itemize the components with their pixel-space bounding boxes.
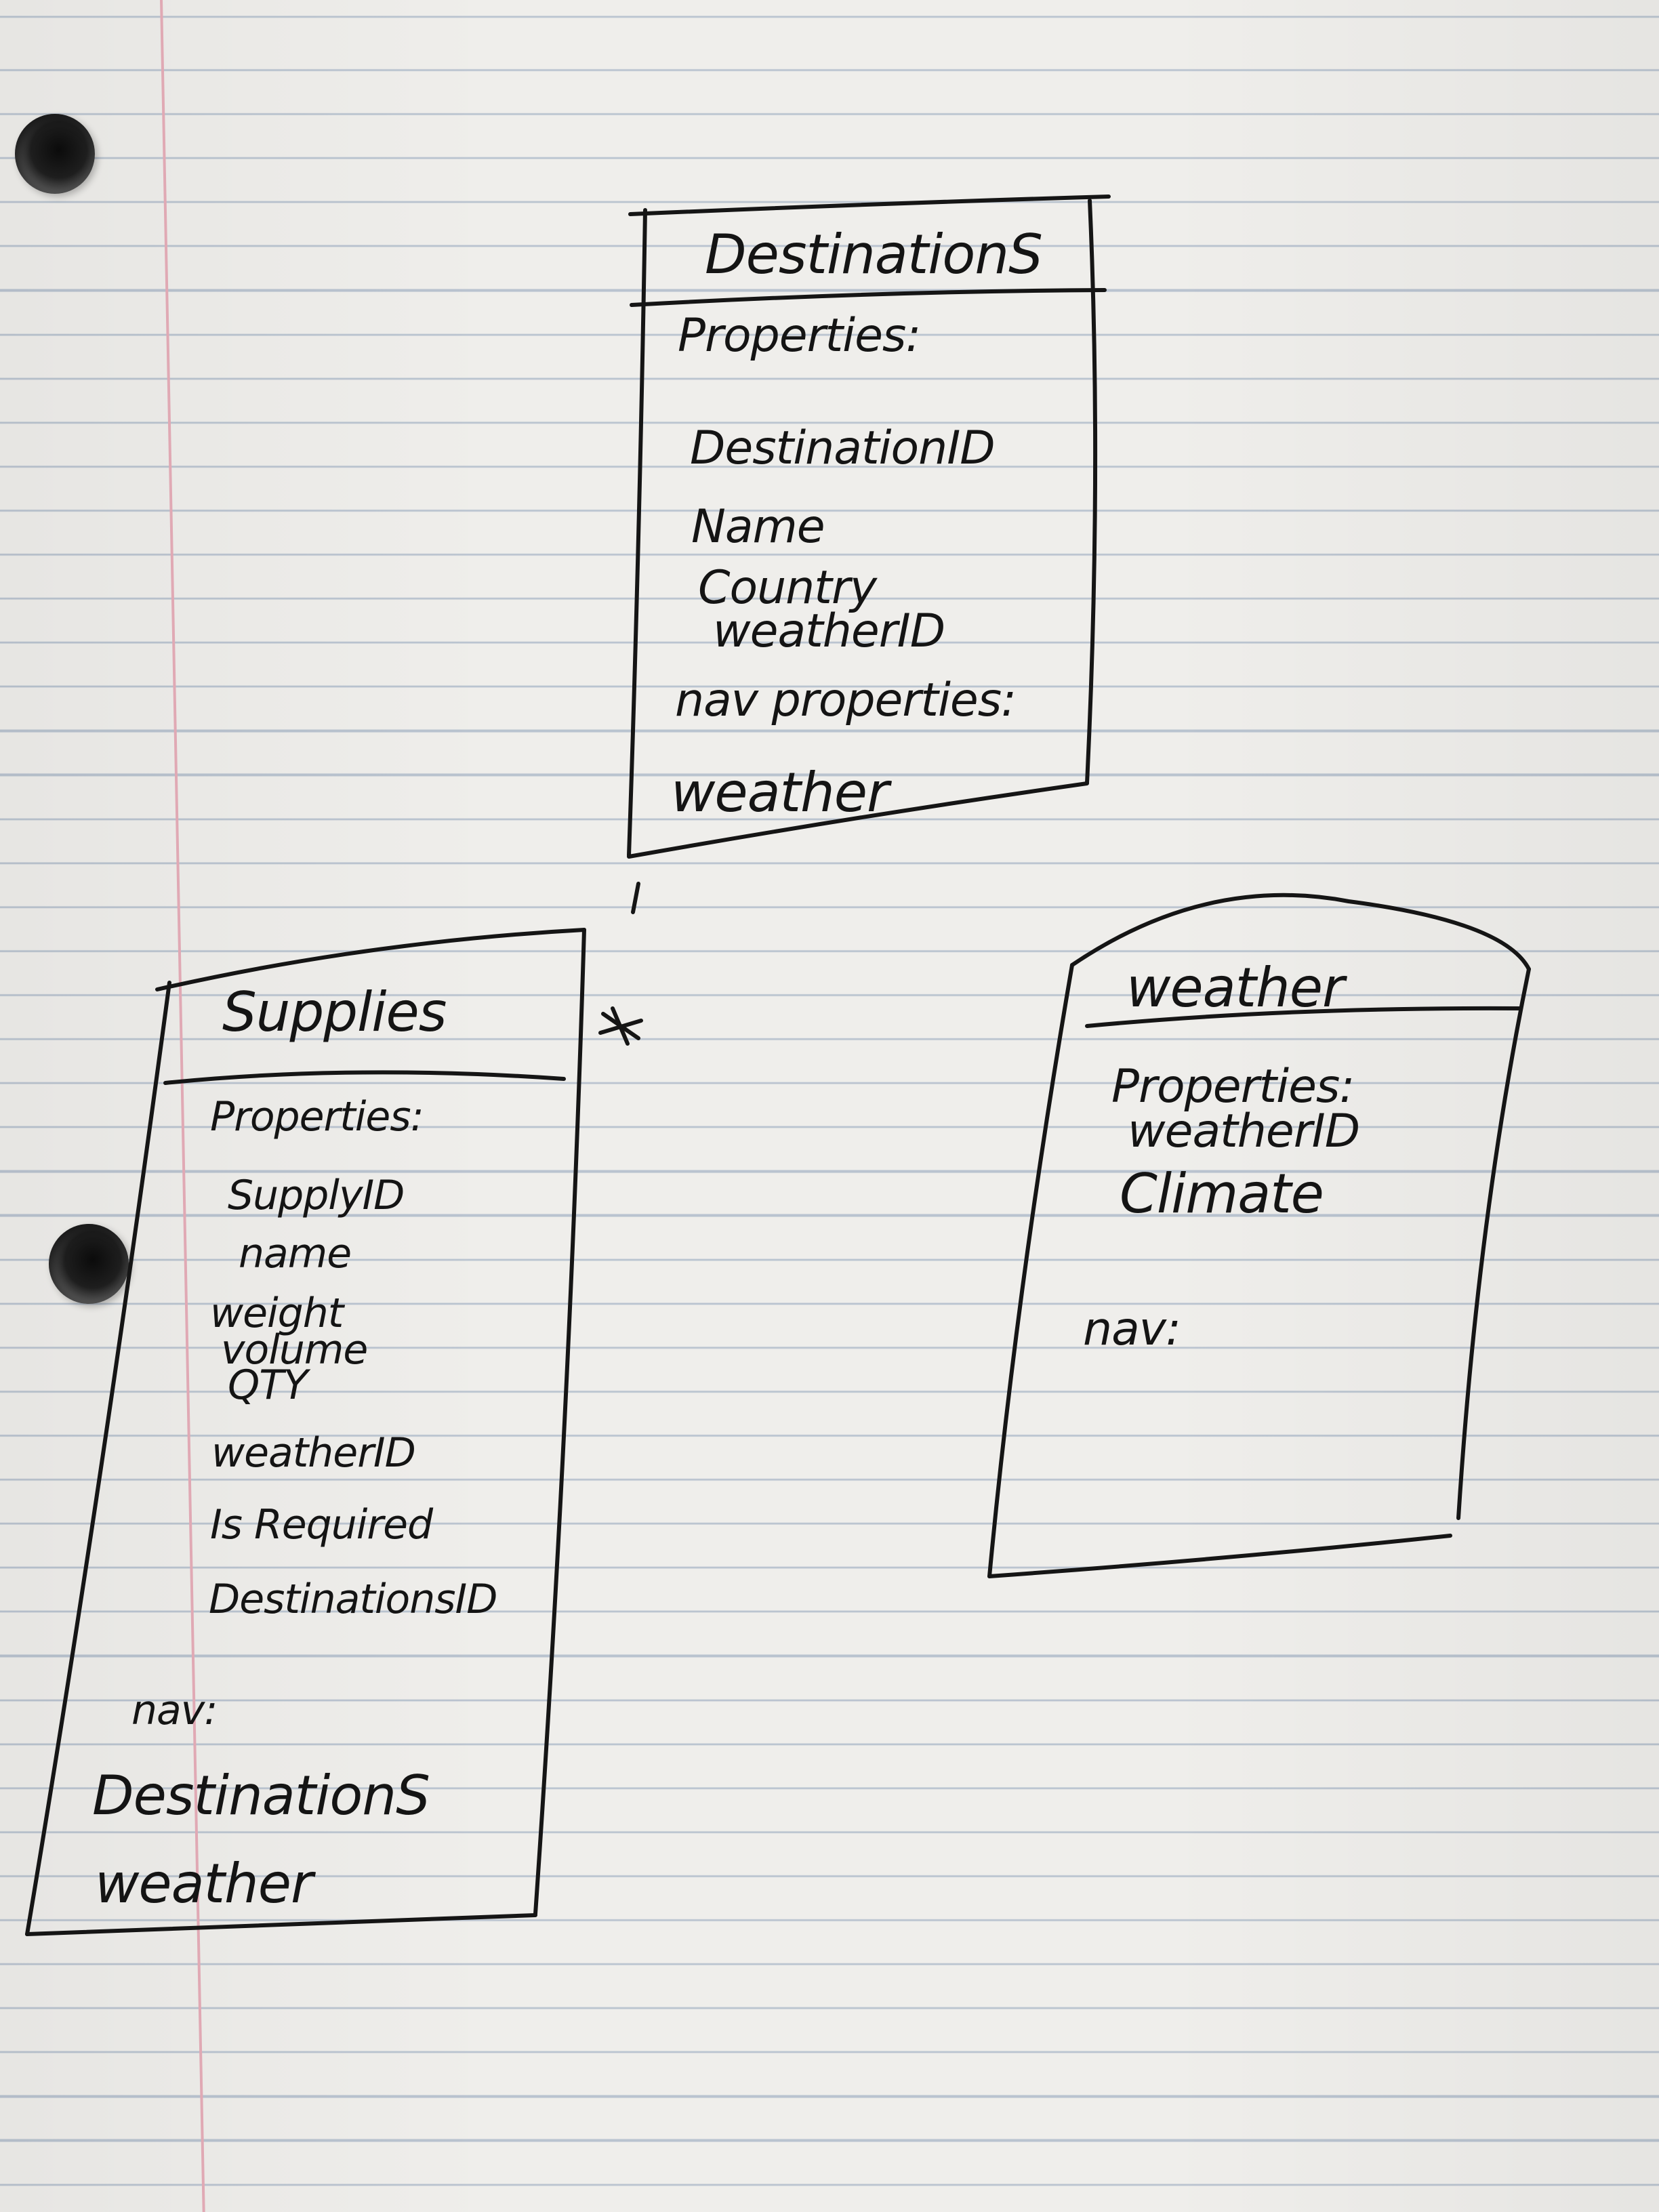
- multiplicity-many-mark: [598, 1006, 643, 1046]
- destinations-property: DestinationID: [690, 422, 996, 475]
- supplies-title-divider: [163, 1070, 566, 1085]
- destinations-title-divider: [630, 288, 1107, 307]
- supplies-box-left-edge: [25, 981, 171, 1936]
- destinations-box-top-edge: [628, 194, 1111, 216]
- destinations-properties-label: Properties:: [678, 309, 921, 363]
- supplies-property: SupplyID: [228, 1172, 405, 1219]
- supplies-title: Supplies: [222, 981, 447, 1044]
- supplies-property: name: [239, 1230, 352, 1277]
- weather-box-right-edge: [1456, 967, 1531, 1520]
- destinations-nav-label: nav properties:: [675, 674, 1017, 727]
- supplies-nav-item: DestinationS: [92, 1764, 430, 1827]
- punch-hole: [15, 114, 95, 194]
- supplies-property: weatherID: [211, 1429, 416, 1477]
- destinations-property: weatherID: [713, 605, 945, 658]
- supplies-properties-label: Properties:: [210, 1093, 424, 1141]
- supplies-nav-item: weather: [95, 1852, 313, 1915]
- weather-properties-label: Properties:: [1111, 1060, 1355, 1113]
- supplies-box-top-edge: [155, 928, 586, 991]
- relationship-to-multiplicity: *: [610, 1003, 613, 1010]
- destinations-box-right-edge: [1085, 199, 1098, 785]
- supplies-property: DestinationsID: [209, 1576, 497, 1623]
- supplies-property: weight: [210, 1290, 344, 1337]
- supplies-property: volume: [221, 1326, 368, 1374]
- weather-property: Climate: [1120, 1162, 1324, 1225]
- supplies-property: Is Required: [210, 1501, 433, 1549]
- supplies-property: QTY: [228, 1361, 308, 1409]
- destinations-property: Name: [691, 500, 825, 554]
- weather-entity-box: [987, 893, 1531, 1578]
- weather-box-left-edge: [987, 963, 1074, 1578]
- supplies-nav-label: nav:: [131, 1687, 218, 1734]
- destinations-entity-box: [627, 194, 1111, 859]
- relationship-from-multiplicity: 1: [630, 874, 634, 881]
- destinations-property: Country: [698, 561, 877, 615]
- punch-hole: [49, 1224, 129, 1304]
- weather-title: weather: [1126, 956, 1345, 1019]
- destinations-nav-item: weather: [671, 761, 889, 824]
- weather-box-bottom-edge: [987, 1534, 1452, 1578]
- supplies-box-bottom-edge: [25, 1913, 537, 1936]
- weather-property: weatherID: [1128, 1105, 1360, 1158]
- supplies-box-right-edge: [533, 928, 586, 1916]
- weather-box-top-arc: [1070, 893, 1531, 971]
- weather-nav-label: nav:: [1083, 1303, 1181, 1356]
- weather-title-divider: [1085, 1006, 1523, 1028]
- multiplicity-one-mark: [631, 882, 640, 914]
- supplies-entity-box: [25, 928, 586, 1936]
- destinations-box-bottom-edge: [627, 781, 1089, 859]
- destinations-title: DestinationS: [705, 223, 1043, 286]
